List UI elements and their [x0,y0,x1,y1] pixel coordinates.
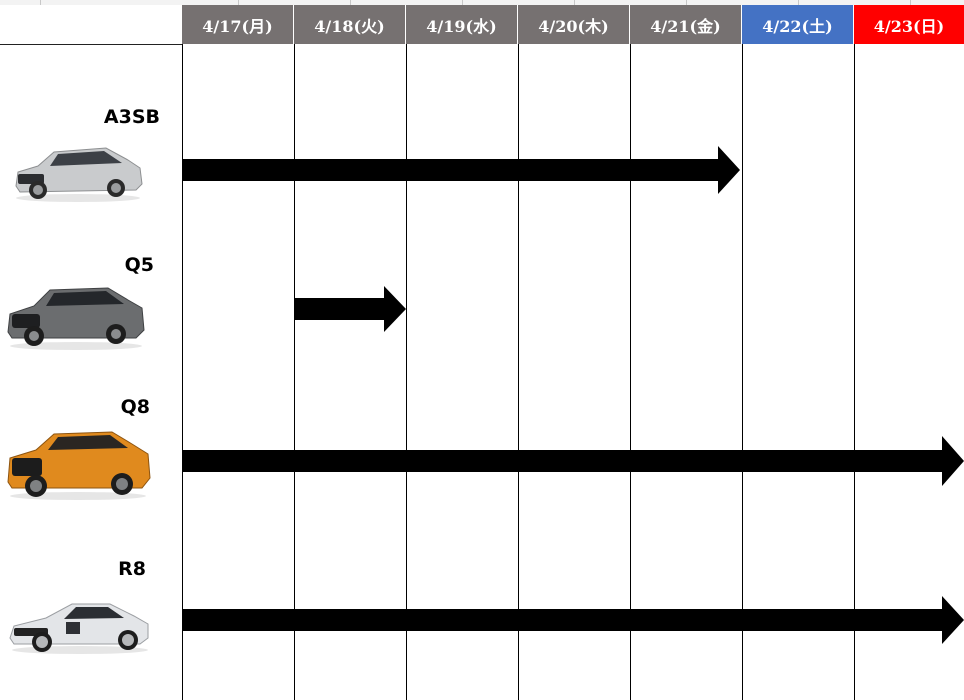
day-label: 4/17(月) [202,16,273,36]
day-label: 4/23(日) [873,16,945,36]
day-header-0[interactable]: 4/17(月) [182,5,294,44]
car-shadow [10,492,146,500]
column-divider [686,0,687,5]
day-header-4[interactable]: 4/21(金) [630,5,742,44]
column-divider [350,0,351,5]
schedule-arrow-q8[interactable] [182,436,964,486]
car-grille [12,314,40,328]
car-name-q8[interactable]: Q8 [120,396,150,418]
car-image-a3sb[interactable] [10,138,146,204]
column-divider [798,0,799,5]
schedule-arrow-q5[interactable] [294,286,406,332]
car-rim [33,185,43,195]
day-header-2[interactable]: 4/19(水) [406,5,518,44]
car-rim [111,329,121,339]
date-header-row: 4/17(月) 4/18(火) 4/19(水) 4/20(木) 4/21(金) … [0,5,964,45]
grid-line [406,44,407,700]
car-name-a3sb[interactable]: A3SB [103,106,160,128]
day-header-6[interactable]: 4/23(日) [854,5,964,44]
grid-line [854,44,855,700]
car-rim [116,478,128,490]
day-label: 4/20(木) [538,16,609,36]
car-window [48,435,128,450]
car-window [64,607,124,619]
car-window [46,291,124,306]
car-window [50,151,122,166]
grid-line [742,44,743,700]
car-grille [12,458,42,476]
header-corner-cell[interactable] [0,5,182,45]
car-rim [30,480,42,492]
day-label: 4/19(水) [426,16,497,36]
column-divider [238,0,239,5]
column-divider [462,0,463,5]
car-rim [122,634,134,646]
schedule-arrow-r8[interactable] [182,596,964,644]
day-header-1[interactable]: 4/18(火) [294,5,406,44]
schedule-arrow-a3sb[interactable] [182,146,742,194]
day-header-3[interactable]: 4/20(木) [518,5,630,44]
car-side-blade [66,622,80,634]
car-shadow [10,342,142,350]
grid-line [518,44,519,700]
day-header-5[interactable]: 4/22(土) [742,5,854,44]
grid-line [294,44,295,700]
car-rim [36,636,48,648]
grid-line [182,44,183,700]
car-image-r8[interactable] [6,594,152,656]
car-rim [29,331,39,341]
car-image-q5[interactable] [4,282,146,352]
day-label: 4/18(火) [314,16,385,36]
grid-line [630,44,631,700]
day-label: 4/22(土) [762,16,833,36]
car-image-q8[interactable] [4,428,152,502]
day-label: 4/21(金) [650,16,721,36]
column-divider [910,0,911,5]
car-name-r8[interactable]: R8 [118,558,146,580]
column-divider [40,0,41,5]
car-name-q5[interactable]: Q5 [124,254,154,276]
column-divider [574,0,575,5]
car-shadow [16,194,140,202]
car-rim [111,183,121,193]
